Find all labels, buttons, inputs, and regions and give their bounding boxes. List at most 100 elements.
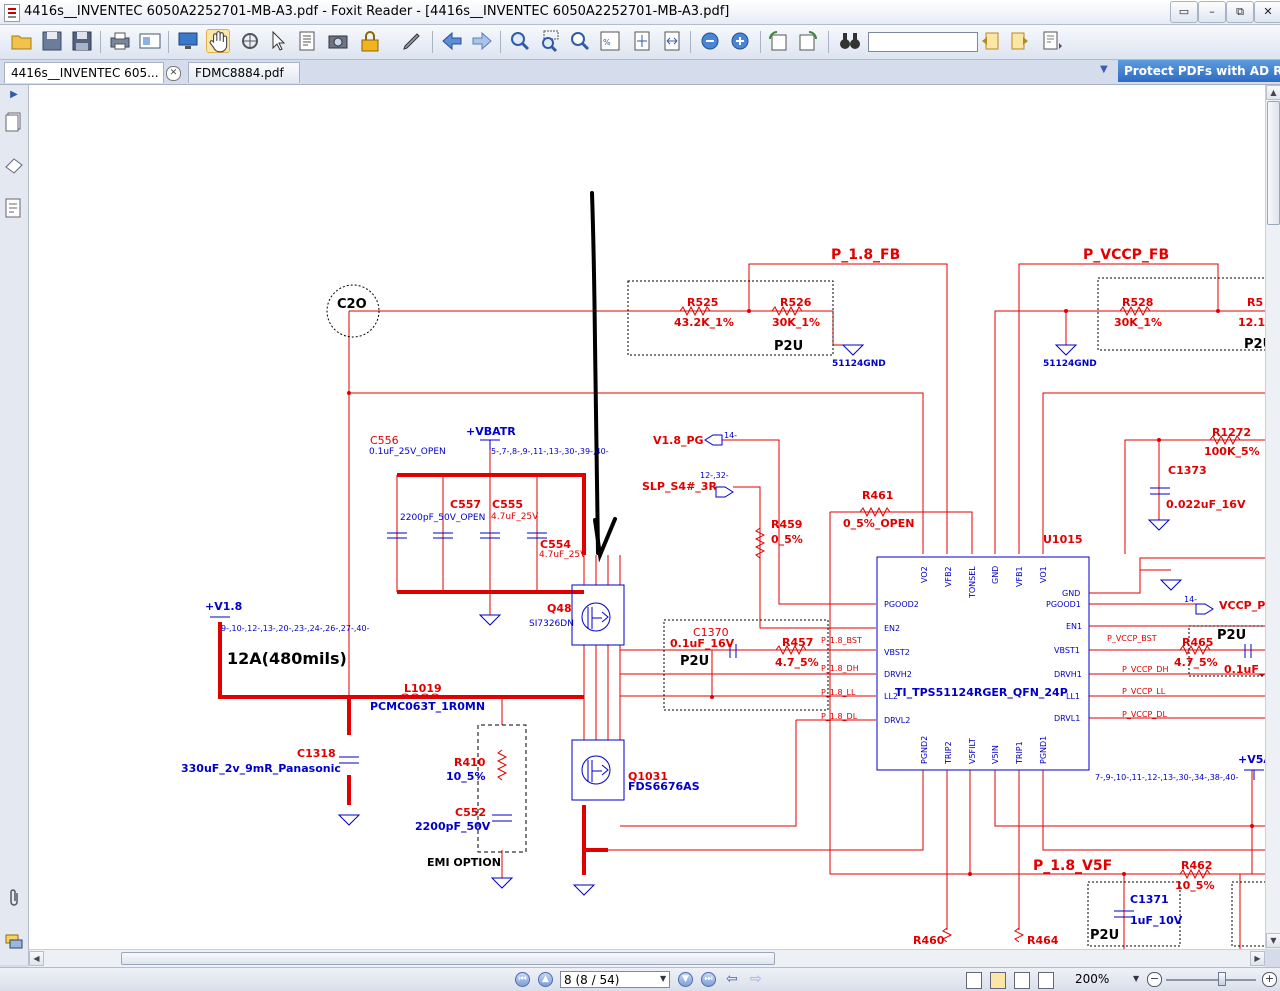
r461-value: 0_5%_OPEN (843, 517, 914, 530)
horizontal-scrollbar[interactable]: ◀ ▶ (29, 949, 1265, 967)
scroll-up-icon[interactable]: ▲ (1266, 85, 1280, 100)
zoom-plus-icon[interactable] (728, 29, 752, 53)
close-button[interactable]: ✕ (1254, 1, 1280, 23)
c552-label: C552 (455, 806, 486, 819)
camera-icon[interactable] (326, 29, 350, 53)
chevron-down-icon[interactable]: ▼ (1100, 64, 1108, 75)
maximize-button[interactable]: ⧉ (1226, 1, 1254, 23)
zoom-slider[interactable] (1166, 979, 1256, 981)
vertical-scroll-thumb[interactable] (1267, 101, 1280, 225)
rms-lock-icon[interactable] (358, 29, 382, 53)
current-label: 12A(480mils) (227, 649, 347, 668)
pen-icon[interactable] (400, 29, 424, 53)
r5x-label: R5 (1247, 296, 1263, 309)
zoom-in-icon[interactable] (508, 29, 532, 53)
bookmark-icon[interactable] (4, 155, 24, 177)
monitor-icon[interactable] (176, 29, 200, 53)
r1272-value: 100K_5% (1204, 445, 1260, 458)
zoom-out-icon[interactable]: − (1147, 972, 1162, 987)
page-number-input[interactable]: 8 (8 / 54) (560, 971, 670, 988)
scroll-right-icon[interactable]: ▶ (1250, 951, 1265, 966)
text-select-icon[interactable] (296, 29, 320, 53)
horizontal-scroll-thumb[interactable] (121, 952, 775, 965)
back-arrow-icon[interactable]: ⇦ (726, 971, 738, 987)
pin-pgnd1: PGND1 (1039, 736, 1048, 764)
c1318-value: 330uF_2v_9mR_Panasonic (181, 762, 341, 775)
zoom-percent-icon[interactable]: % (598, 29, 622, 53)
pin-vfb1: VFB1 (1015, 566, 1024, 587)
pin-vo2: VO2 (920, 566, 929, 583)
l1019-value: PCMC063T_1R0MN (370, 700, 485, 713)
pin-vo1: VO1 (1039, 566, 1048, 583)
find-input[interactable] (868, 32, 978, 52)
previous-page-icon[interactable]: ▲ (538, 972, 553, 987)
zoom-in-icon[interactable]: + (1262, 972, 1277, 987)
chevron-down-icon[interactable]: ▼ (660, 974, 667, 983)
scroll-left-icon[interactable]: ◀ (29, 951, 44, 966)
status-bar: ⏮ ▲ 8 (8 / 54) ▼ ▼ ⏭ ⇦ ⇨ 200% ▼ − + (0, 967, 1280, 991)
find-prev-icon[interactable] (978, 29, 1002, 53)
rotate-right-icon[interactable] (796, 29, 820, 53)
r459-value: 0_5% (771, 533, 803, 546)
pvccpbst-label: P_VCCP_BST (1107, 634, 1157, 643)
find-options-icon[interactable] (1040, 29, 1064, 53)
save-as-icon[interactable] (70, 29, 94, 53)
vccpp-label: VCCP_P (1219, 599, 1265, 612)
hand-tool-icon[interactable] (206, 29, 230, 53)
scroll-down-icon[interactable]: ▼ (1266, 933, 1280, 948)
ad-banner[interactable]: Protect PDFs with AD RMS (1118, 60, 1280, 82)
zoom-level[interactable]: 200% (1075, 972, 1110, 986)
minimize-button[interactable]: – (1198, 1, 1226, 23)
facing-page-icon[interactable] (1014, 972, 1030, 989)
find-next-icon[interactable] (1008, 29, 1032, 53)
binoculars-icon[interactable] (838, 29, 862, 53)
chevron-down-icon[interactable]: ▼ (1133, 974, 1140, 983)
annotation-icon[interactable] (4, 197, 24, 219)
fit-width-icon[interactable] (660, 29, 684, 53)
select-icon[interactable] (266, 29, 290, 53)
rotate-left-icon[interactable] (766, 29, 790, 53)
expand-panel-icon[interactable]: ▶ (10, 89, 18, 100)
p2u-label: P2U (1217, 628, 1246, 643)
forward-arrow-icon[interactable]: ⇨ (750, 971, 762, 987)
p18v5f-label: P_1.8_V5F (1033, 858, 1112, 874)
tab-document-main[interactable]: 4416s__INVENTEC 605... (4, 62, 164, 83)
loupe-icon[interactable] (568, 29, 592, 53)
r459-label: R459 (771, 518, 802, 531)
print-preview-icon[interactable] (138, 29, 162, 53)
continuous-page-icon[interactable] (990, 972, 1006, 989)
snapshot-icon[interactable] (238, 29, 262, 53)
back-arrow-icon[interactable] (440, 29, 464, 53)
pin-drvl1: DRVL1 (1054, 714, 1080, 723)
next-page-icon[interactable]: ▼ (678, 972, 693, 987)
pin-vfb2: VFB2 (944, 566, 953, 587)
comments-icon[interactable] (4, 931, 24, 953)
q1031-value: FDS6676AS (628, 780, 700, 793)
c556-label: C556 (370, 434, 399, 447)
svg-text:%: % (603, 38, 611, 47)
restore-icon[interactable]: ▭ (1170, 1, 1198, 23)
single-page-icon[interactable] (966, 972, 982, 989)
close-icon[interactable]: ✕ (166, 66, 181, 81)
save-icon[interactable] (40, 29, 64, 53)
first-page-icon[interactable]: ⏮ (515, 972, 530, 987)
open-icon[interactable] (10, 29, 34, 53)
forward-arrow-icon[interactable] (470, 29, 494, 53)
print-icon[interactable] (108, 29, 132, 53)
zoom-minus-icon[interactable] (698, 29, 722, 53)
fit-page-icon[interactable] (630, 29, 654, 53)
r465-value: 4.7_5% (1174, 656, 1218, 669)
tab-fdmc8884[interactable]: FDMC8884.pdf (188, 62, 300, 83)
toolbar-separator (168, 31, 169, 53)
last-page-icon[interactable]: ⏭ (701, 972, 716, 987)
vertical-scrollbar[interactable]: ▲ ▼ (1265, 85, 1280, 949)
pin-pgood1: PGOOD1 (1046, 600, 1081, 609)
attachment-icon[interactable] (4, 887, 24, 909)
document-view[interactable]: C2O P_1.8_FB P_VCCP_FB R525 43.2K_1% R52… (29, 85, 1265, 949)
pin-v5in: V5IN (991, 745, 1000, 764)
marquee-zoom-icon[interactable] (538, 29, 562, 53)
c556-value: 0.1uF_25V_OPEN (369, 447, 446, 457)
zoom-slider-handle[interactable] (1218, 972, 1226, 986)
pages-icon[interactable] (4, 111, 24, 133)
continuous-facing-icon[interactable] (1038, 972, 1054, 989)
